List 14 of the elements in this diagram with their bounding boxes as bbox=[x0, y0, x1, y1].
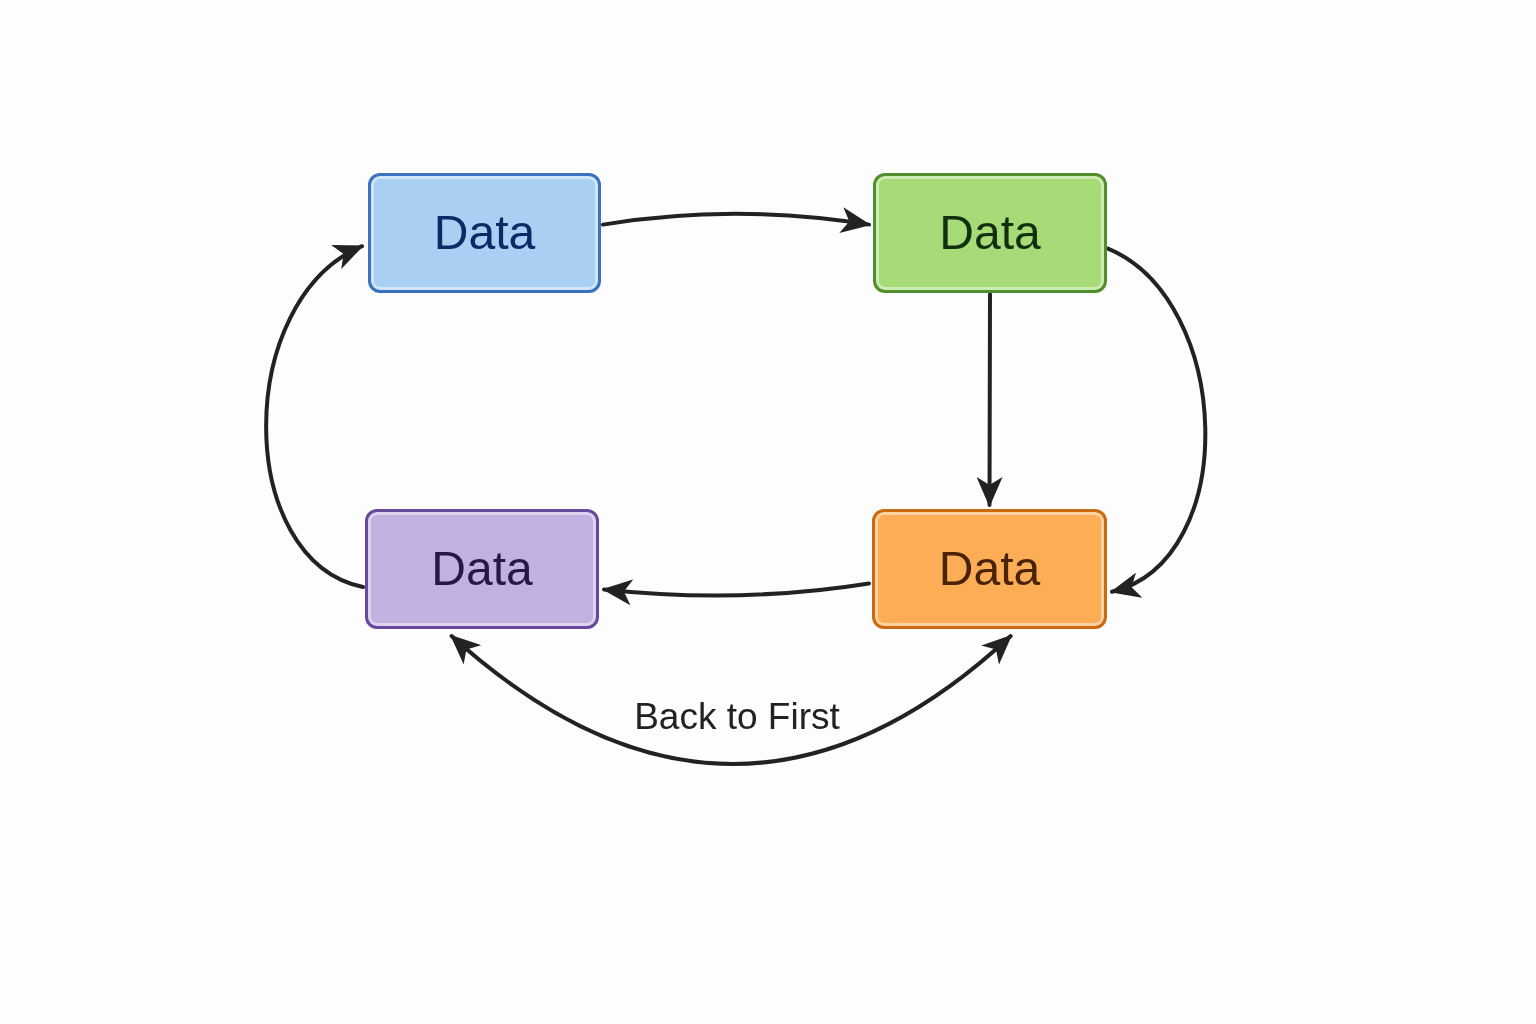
node-label: Data bbox=[431, 545, 533, 593]
process-box bbox=[872, 509, 1107, 629]
process-box bbox=[368, 173, 601, 293]
process-box bbox=[873, 173, 1107, 293]
arrow bbox=[601, 207, 871, 234]
node-label: Data bbox=[433, 209, 536, 257]
edge-label: Back to First bbox=[634, 697, 840, 735]
arrow bbox=[264, 244, 365, 589]
arrow bbox=[976, 292, 1003, 507]
process-box bbox=[365, 509, 599, 629]
arrow bbox=[602, 579, 871, 606]
arrow bbox=[449, 634, 1013, 766]
node-label: Data bbox=[938, 545, 1041, 593]
node-label: Data bbox=[939, 209, 1041, 257]
